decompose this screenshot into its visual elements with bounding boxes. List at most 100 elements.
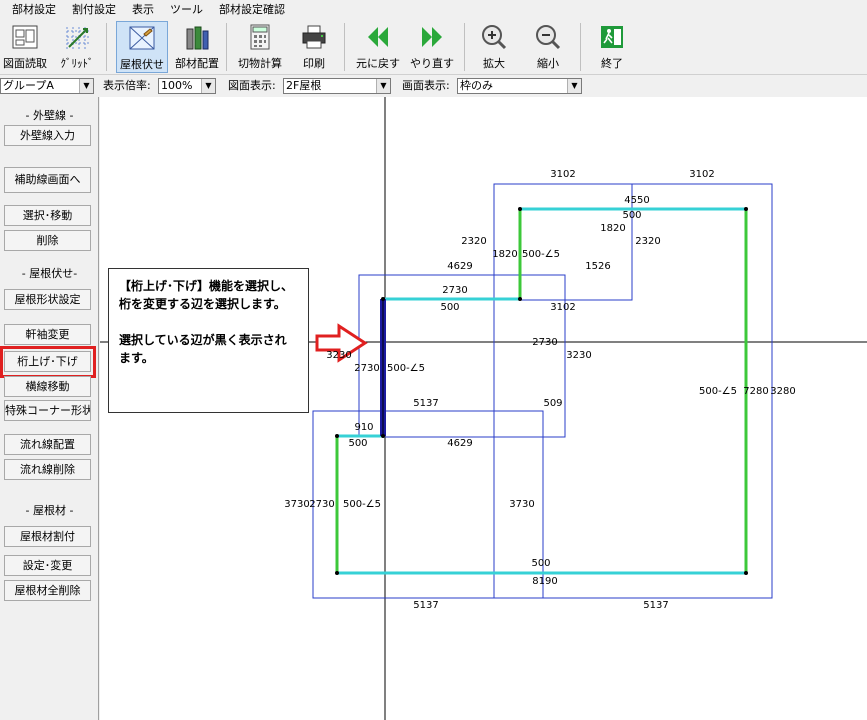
- menu-parts-settings[interactable]: 部材設定: [12, 3, 56, 16]
- dimension-label: 2320: [635, 236, 661, 247]
- menu-parts-confirm[interactable]: 部材設定確認: [219, 3, 285, 16]
- vertex-point: [381, 434, 385, 438]
- delete-button[interactable]: 削除: [4, 230, 91, 251]
- menu-bar: 部材設定 割付設定 表示 ツール 部材設定確認: [0, 0, 867, 19]
- dimension-label: 500-∠5: [521, 249, 561, 260]
- calculator-icon: [245, 21, 275, 53]
- vertex-point: [518, 207, 522, 211]
- print-button[interactable]: 印刷: [292, 21, 336, 73]
- dimension-label: 500-∠5: [698, 386, 738, 397]
- dimension-label: 3230: [326, 350, 352, 361]
- redo-button[interactable]: やり直す: [406, 21, 458, 73]
- middle-frame-rect: [358, 274, 566, 438]
- dimension-label: 500: [348, 438, 368, 449]
- dimension-label: 3230: [566, 350, 592, 361]
- materials-icon: [182, 21, 212, 53]
- material-delete-all-button[interactable]: 屋根材全削除: [4, 580, 91, 601]
- dimension-label: 910: [354, 422, 374, 433]
- material-allocate-button[interactable]: 屋根材割付: [4, 526, 91, 547]
- dimension-label: 2730: [442, 285, 468, 296]
- section-roof-material: - 屋根材 -: [25, 504, 74, 517]
- materials-place-button[interactable]: 部材配置: [172, 21, 222, 73]
- vertex-point: [744, 207, 748, 211]
- upper-frame-rect: [493, 183, 633, 301]
- exit-icon: [597, 21, 627, 53]
- redo-icon: [417, 21, 447, 53]
- scale-select[interactable]: 100% ▼: [158, 78, 216, 94]
- dimension-label: 4629: [447, 438, 473, 449]
- special-corner-button[interactable]: 特殊コーナー形状: [4, 400, 91, 421]
- eaves-change-button[interactable]: 軒袖変更: [4, 324, 91, 345]
- vertex-point: [335, 434, 339, 438]
- dimension-label: 2730: [309, 499, 335, 510]
- callout-note-text: 選択している辺が黒く表示されます。: [119, 333, 287, 365]
- screen-label: 画面表示:: [402, 79, 450, 92]
- zoom-in-icon: [479, 21, 509, 53]
- roof-plan-button[interactable]: 屋根伏せ: [116, 21, 168, 73]
- instruction-callout: 【桁上げ･下げ】機能を選択し、桁を変更する辺を選択します。 選択している辺が黒く…: [108, 268, 309, 413]
- dimension-label: 2730: [354, 363, 380, 374]
- dimension-label: 2730: [532, 337, 558, 348]
- chevron-down-icon: ▼: [376, 79, 390, 93]
- floorplan-icon: [10, 21, 40, 53]
- cut-calc-button[interactable]: 切物計算: [234, 21, 286, 73]
- scale-label: 表示倍率:: [103, 79, 151, 92]
- outer-wall-input-button[interactable]: 外壁線入力: [4, 125, 91, 146]
- dimension-label: 8190: [532, 576, 558, 587]
- sidebar: - 外壁線 - 外壁線入力 補助線画面へ 選択･移動 削除 - 屋根伏せ- 屋根…: [0, 97, 99, 720]
- horizontal-move-button[interactable]: 横線移動: [4, 376, 91, 397]
- toolbar-separator: [344, 23, 345, 71]
- chevron-down-icon: ▼: [79, 79, 93, 93]
- vertex-point: [744, 571, 748, 575]
- lower-frame-rect: [312, 410, 544, 599]
- roof-shape-button[interactable]: 屋根形状設定: [4, 289, 91, 310]
- menu-allocation-settings[interactable]: 割付設定: [72, 3, 116, 16]
- dimension-label: 3730: [509, 499, 535, 510]
- zoom-out-button[interactable]: 縮小: [526, 21, 570, 73]
- dimension-label: 5137: [413, 600, 439, 611]
- section-outer-wall: - 外壁線 -: [25, 109, 74, 122]
- toolbar-separator: [464, 23, 465, 71]
- exit-button[interactable]: 終了: [590, 21, 634, 73]
- outer-frame-rect: [493, 183, 773, 599]
- group-select[interactable]: グループA ▼: [0, 78, 94, 94]
- select-move-button[interactable]: 選択･移動: [4, 205, 91, 226]
- vertex-point: [518, 297, 522, 301]
- floorplan-read-button[interactable]: 図面読取: [2, 21, 48, 73]
- dimension-label: 3102: [550, 302, 576, 313]
- flow-line-place-button[interactable]: 流れ線配置: [4, 434, 91, 455]
- setting-change-button[interactable]: 設定･変更: [4, 555, 91, 576]
- dimension-label: 2320: [461, 236, 487, 247]
- dimension-label: 1820: [492, 249, 518, 260]
- toolbar-separator: [106, 23, 107, 71]
- dimension-label: 3730: [284, 499, 310, 510]
- dimension-label: 500: [622, 210, 642, 221]
- dimension-label: 1820: [600, 223, 626, 234]
- pointer-arrow: [315, 323, 368, 363]
- chevron-down-icon: ▼: [567, 79, 581, 93]
- dimension-label: 500: [531, 558, 551, 569]
- dimension-label: 3102: [550, 169, 576, 180]
- printer-icon: [299, 21, 329, 53]
- menu-tools[interactable]: ツール: [170, 3, 203, 16]
- highlight-box: [0, 346, 96, 378]
- dimension-label: 7280: [743, 386, 769, 397]
- dimension-label: 500: [440, 302, 460, 313]
- toolbar-separator: [226, 23, 227, 71]
- grid-button[interactable]: ｸﾞﾘｯﾄﾞ: [56, 21, 98, 73]
- screen-select[interactable]: 枠のみ ▼: [457, 78, 582, 94]
- flow-line-delete-button[interactable]: 流れ線削除: [4, 459, 91, 480]
- undo-icon: [363, 21, 393, 53]
- keta-raise-lower-button[interactable]: 桁上げ･下げ: [4, 351, 91, 372]
- drawing-select[interactable]: 2F屋根 ▼: [283, 78, 391, 94]
- menu-view[interactable]: 表示: [132, 3, 154, 16]
- toolbar-separator: [580, 23, 581, 71]
- aux-screen-button[interactable]: 補助線画面へ: [4, 167, 91, 193]
- dimension-label: 4629: [447, 261, 473, 272]
- drawing-label: 図面表示:: [228, 79, 276, 92]
- undo-button[interactable]: 元に戻す: [352, 21, 404, 73]
- callout-instruction-text: 【桁上げ･下げ】機能を選択し、桁を変更する辺を選択します。: [119, 279, 294, 311]
- zoom-in-button[interactable]: 拡大: [472, 21, 516, 73]
- chevron-down-icon: ▼: [201, 79, 215, 93]
